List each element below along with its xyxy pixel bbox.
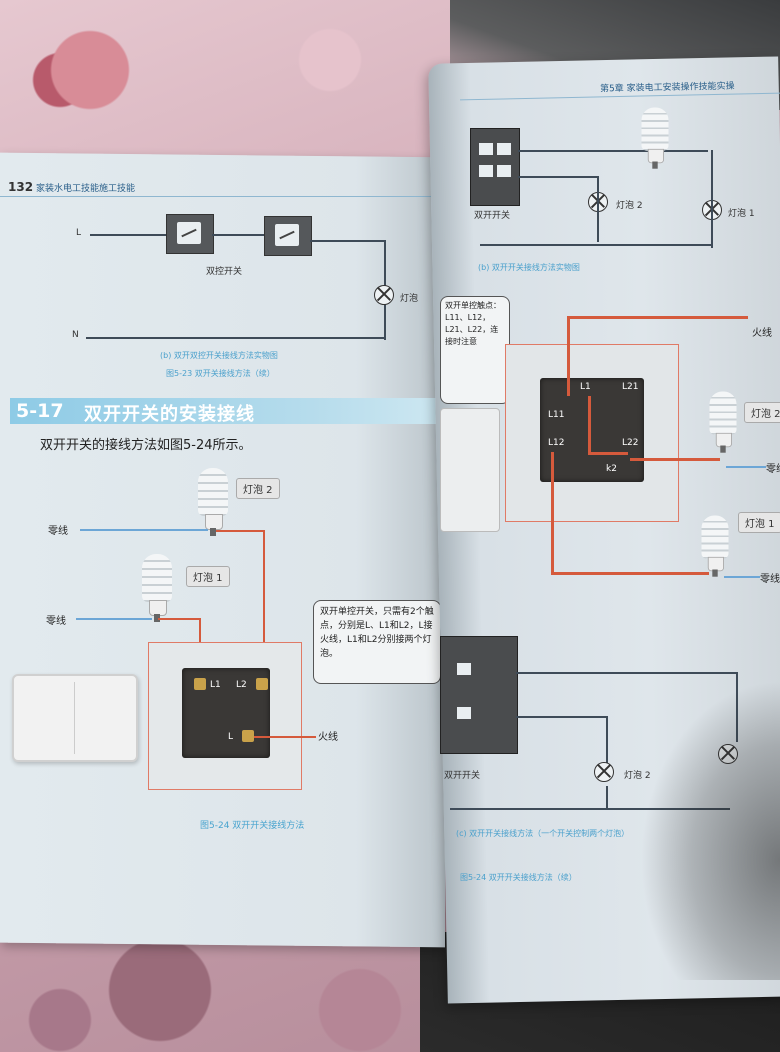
page-number: 132: [8, 180, 34, 194]
wire-top-3: [597, 176, 599, 242]
right-lamp-2-label: 灯泡 2: [616, 201, 643, 211]
right-live-vertical-2: [588, 396, 591, 454]
lamp-2-tag: 灯泡 2: [236, 478, 280, 499]
wire-top-4: [711, 150, 713, 248]
wire-bottom-1: [516, 672, 736, 674]
running-header-left: 家装水电工技能施工技能: [36, 184, 136, 194]
right-live-horizontal-2: [588, 452, 628, 455]
right-live-vertical-1: [567, 316, 570, 396]
bottom-lamp-2-icon: [594, 762, 614, 782]
terminal-L: [242, 730, 254, 742]
term-L11-right: L11: [548, 410, 565, 420]
header-rule: [0, 196, 440, 197]
figure-caption-left: 图5-24 双开开关接线方法: [200, 821, 305, 831]
live-wire-main: [254, 736, 316, 738]
right-top-caption: (b) 双开开关接线方法实物图: [478, 263, 580, 272]
right-bulb-2-image: [709, 391, 737, 455]
wire-bottom-5: [606, 786, 608, 810]
bulb-2-image: [198, 468, 228, 538]
term-L22-right: L22: [622, 438, 639, 448]
right-lamp1-vertical: [551, 452, 554, 574]
neutral-wire-2: [76, 618, 152, 620]
neutral-wire-1: [80, 529, 208, 531]
lamp-icon: [374, 285, 394, 305]
wire-bottom-3: [516, 716, 608, 718]
wire-top-2: [518, 176, 598, 178]
right-switch-frame: [505, 344, 679, 522]
right-live-top: [568, 316, 748, 319]
wire-between-switches: [212, 234, 264, 236]
wire-bottom-6: [450, 808, 730, 810]
wire-N: [86, 337, 384, 339]
bulb-1-image: [142, 554, 172, 624]
right-neutral-label-2: 零线: [760, 574, 780, 585]
top-diagram-caption: 图5-23 双开关接线方法（续）: [166, 369, 275, 378]
term-k2-right: k2: [606, 464, 617, 474]
section-number: 5-17: [16, 400, 64, 422]
right-neutral-label-1: 零线: [766, 464, 780, 475]
right-bulb-1-image: [701, 515, 729, 579]
section-title: 双开开关的安装接线: [84, 404, 255, 425]
right-live-label: 火线: [752, 328, 772, 339]
section-heading-bar: [10, 398, 440, 424]
bottom-switch-label: 双开开关: [444, 771, 481, 781]
switch-label: 双控开关: [206, 267, 243, 277]
right-lamp2-wire: [630, 458, 720, 461]
right-switch-module: [540, 378, 644, 482]
wire-L: [90, 234, 166, 236]
live-wire-lamp2-vertical: [263, 530, 265, 678]
top-diagram-subcaption: (b) 双开双控开关接线方法实物图: [160, 351, 278, 360]
lamp-1-tag: 灯泡 1: [186, 566, 230, 587]
bottom-caption: 图5-24 双开开关接线方法（续）: [460, 873, 577, 882]
terminal-L2-label: L2: [236, 680, 247, 690]
term-L1-right: L1: [580, 382, 591, 392]
right-lamp1-tag: 灯泡 1: [738, 512, 780, 533]
section-body-text: 双开开关的接线方法如图5-24所示。: [40, 438, 252, 453]
right-callout: 双开单控触点：L11、L12，L21、L22，连接时注意: [440, 296, 510, 404]
terminal-L1-label: L1: [210, 680, 221, 690]
lamp-label: 灯泡: [400, 294, 419, 304]
terminal-L-label: L: [228, 732, 234, 742]
switch-box-2: [264, 216, 312, 256]
term-L12-right: L12: [548, 438, 565, 448]
switch-box-1: [166, 214, 214, 254]
right-lamp-1-label: 灯泡 1: [728, 209, 755, 219]
right-lamp2-tag: 灯泡 2: [744, 402, 780, 423]
top-bulb-image: [641, 107, 669, 171]
wall-plate-image: [440, 408, 500, 532]
right-switch-label: 双开开关: [474, 211, 511, 221]
neutral-label-2: 零线: [46, 616, 66, 627]
right-lamp1-horizontal: [551, 572, 709, 575]
live-wire-lamp1-horizontal: [158, 618, 200, 620]
live-label: 火线: [318, 732, 338, 743]
live-wire-lamp2-horizontal: [216, 530, 264, 532]
dark-switch-top: [470, 128, 520, 206]
wire-top-1: [518, 150, 708, 152]
dark-switch-bottom: [440, 636, 518, 754]
wire-bottom-4: [606, 716, 608, 766]
line-L-label: L: [76, 228, 82, 238]
bottom-lamp-2-label: 灯泡 2: [624, 771, 651, 781]
term-L21-right: L21: [622, 382, 639, 392]
hand-shadow: [640, 680, 780, 980]
switch-photo: [12, 674, 138, 762]
line-N-label: N: [72, 330, 79, 340]
right-neutral-wire-1: [726, 466, 766, 468]
right-neutral-wire-2: [724, 576, 760, 578]
wiring-callout: 双开单控开关，只需有2个触点，分别是L、L1和L2，L接火线，L1和L2分别接两…: [313, 600, 441, 684]
terminal-L1: [194, 678, 206, 690]
wire-top-5: [480, 244, 712, 246]
terminal-L2: [256, 678, 268, 690]
neutral-label-1: 零线: [48, 526, 68, 537]
bottom-subcaption: (c) 双开开关接线方法（一个开关控制两个灯泡）: [456, 829, 630, 838]
wire-to-lamp: [310, 240, 384, 242]
